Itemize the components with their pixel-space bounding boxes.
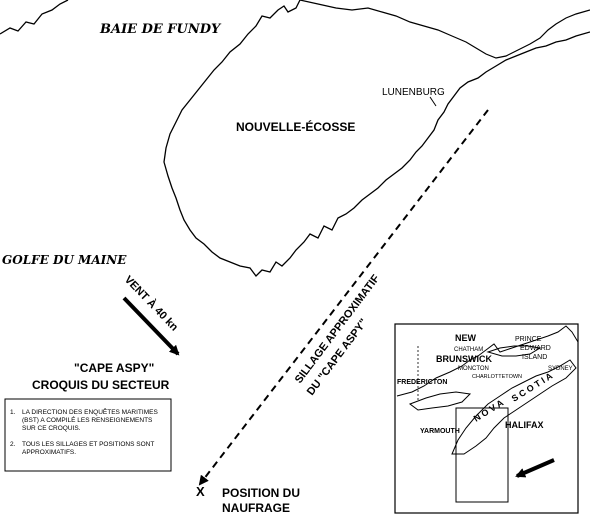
- label-nova-scotia: NOUVELLE-ÉCOSSE: [236, 119, 355, 134]
- inset-label-yarmouth: YARMOUTH: [420, 428, 460, 435]
- note-1-line2: (BST) A COMPILÉ LES RENSEIGNEMENTS: [22, 415, 153, 424]
- new-brunswick-coastline: [0, 0, 69, 35]
- inset-label-charlottetown: CHARLOTTETOWN: [472, 374, 522, 380]
- inset-label-halifax: HALIFAX: [505, 420, 544, 430]
- inset-map: NEW BRUNSWICK CHATHAM MONCTON PRINCE EDW…: [394, 323, 579, 514]
- map-title-sector: CROQUIS DU SECTEUR: [32, 378, 170, 392]
- inset-label-brunswick: BRUNSWICK: [436, 354, 492, 364]
- nova-scotia-coastline: [163, 0, 590, 277]
- note-1-line1: LA DIRECTION DES ENQUÊTES MARITIMES: [22, 407, 158, 416]
- inset-label-new: NEW: [455, 333, 477, 343]
- wind-arrow: [122, 296, 180, 356]
- inset-label-moncton: MONCTON: [458, 366, 489, 372]
- map-title-vessel: "CAPE ASPY": [74, 361, 154, 375]
- label-track-line1: SILLAGE APPROXIMATIF: [293, 272, 383, 385]
- label-lunenburg: LUNENBURG: [382, 87, 445, 98]
- notes-box: 1. LA DIRECTION DES ENQUÊTES MARITIMES (…: [4, 398, 172, 472]
- inset-label-prince: PRINCE: [515, 336, 542, 343]
- fundy-inner-shore: [299, 0, 590, 59]
- inset-label-edward: EDWARD: [520, 345, 551, 352]
- note-1-number: 1.: [10, 409, 16, 416]
- lunenburg-leader: [429, 96, 437, 107]
- inset-label-sydney: SYDNEY: [548, 366, 573, 372]
- inset-pointer-arrow: [515, 458, 555, 478]
- note-2-line2: APPROXIMATIFS.: [22, 449, 76, 456]
- label-wreck-line1: POSITION DU: [222, 486, 300, 500]
- approximate-track-line: [198, 109, 489, 486]
- label-bay-of-fundy: BAIE DE FUNDY: [99, 22, 222, 37]
- label-gulf-of-maine: GOLFE DU MAINE: [2, 253, 127, 267]
- inset-label-fredericton: FREDERICTON: [397, 379, 447, 386]
- label-wreck-line2: NAUFRAGE: [222, 501, 290, 515]
- wreck-position-marker: X: [196, 484, 205, 499]
- inset-label-island: ISLAND: [522, 354, 547, 361]
- note-1-line3: SUR CE CROQUIS.: [22, 425, 81, 432]
- note-2-number: 2.: [10, 441, 16, 448]
- note-2-line1: TOUS LES SILLAGES ET POSITIONS SONT: [22, 441, 154, 448]
- inset-label-chatham: CHATHAM: [454, 347, 483, 353]
